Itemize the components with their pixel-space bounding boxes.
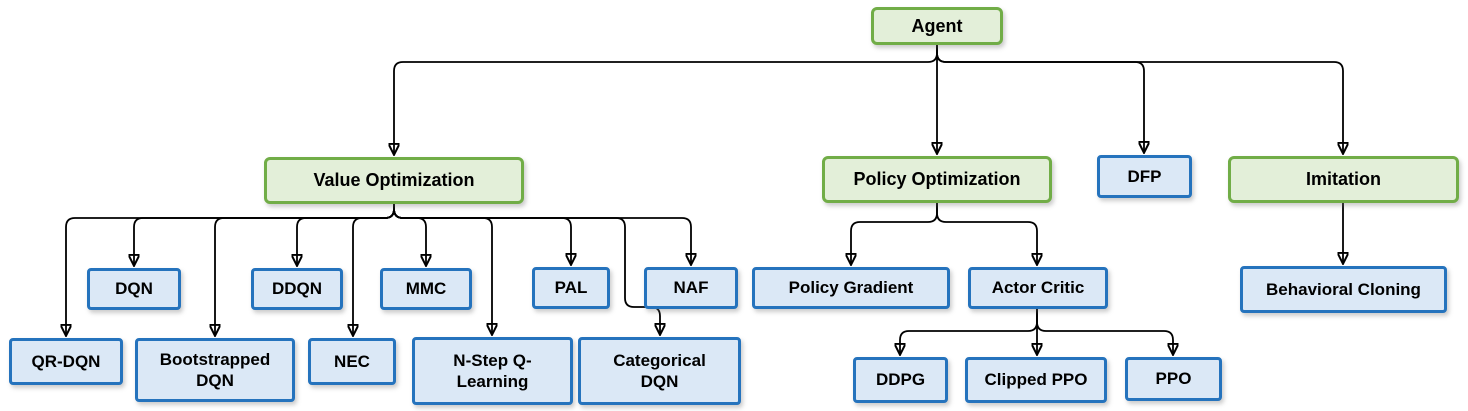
edge-value-optimization-naf — [393, 204, 691, 264]
node-nec-label: NEC — [334, 351, 370, 371]
node-categorical-dqn-label: Categorical DQN — [613, 350, 706, 391]
node-behavioral-cloning: Behavioral Cloning — [1240, 266, 1447, 313]
node-ddqn-label: DDQN — [271, 279, 323, 299]
node-bootstrapped-dqn-label: Bootstrapped DQN — [159, 349, 271, 390]
node-actor-critic-label: Actor Critic — [991, 278, 1085, 298]
edge-agent-dfp — [936, 45, 1144, 152]
node-policy-optimization-label: Policy Optimization — [853, 169, 1021, 190]
edge-value-optimization-nec — [353, 204, 395, 335]
edge-agent-imitation — [936, 45, 1343, 153]
node-actor-critic: Actor Critic — [968, 267, 1108, 309]
node-dqn-label: DQN — [115, 279, 153, 299]
node-naf-label: NAF — [673, 278, 709, 298]
edge-value-optimization-pal — [393, 204, 571, 264]
node-agent-label: Agent — [911, 15, 963, 36]
node-mmc-label: MMC — [405, 279, 447, 299]
node-value-optimization: Value Optimization — [264, 157, 524, 204]
node-ddpg-label: DDPG — [875, 370, 926, 390]
edge-agent-value-optimization — [394, 45, 938, 154]
node-value-optimization-label: Value Optimization — [313, 170, 475, 191]
node-dfp-label: DFP — [1127, 166, 1162, 186]
node-policy-optimization: Policy Optimization — [822, 156, 1052, 203]
edge-policy-optimization-policy-gradient — [851, 203, 938, 264]
node-ddpg: DDPG — [853, 357, 948, 403]
node-imitation: Imitation — [1228, 156, 1459, 203]
node-n-step-q-learning: N-Step Q-Learning — [412, 337, 573, 405]
node-pal-label: PAL — [554, 278, 588, 298]
node-ppo-label: PPO — [1155, 369, 1192, 389]
edge-actor-critic-ddpg — [900, 309, 1038, 354]
node-categorical-dqn: Categorical DQN — [578, 337, 741, 405]
node-qr-dqn: QR-DQN — [9, 338, 123, 385]
node-nec: NEC — [308, 338, 396, 385]
node-bootstrapped-dqn: Bootstrapped DQN — [135, 338, 295, 402]
node-pal: PAL — [532, 267, 610, 309]
node-dqn: DQN — [87, 268, 181, 310]
edge-value-optimization-dqn — [134, 204, 395, 265]
node-dfp: DFP — [1097, 155, 1192, 198]
node-qr-dqn-label: QR-DQN — [31, 351, 101, 371]
node-n-step-q-learning-label: N-Step Q-Learning — [453, 350, 532, 391]
node-ppo: PPO — [1125, 357, 1222, 401]
node-policy-gradient: Policy Gradient — [752, 267, 950, 309]
node-behavioral-cloning-label: Behavioral Cloning — [1266, 279, 1421, 299]
node-clipped-ppo-label: Clipped PPO — [984, 370, 1088, 390]
node-imitation-label: Imitation — [1306, 169, 1381, 190]
node-naf: NAF — [644, 267, 738, 309]
node-ddqn: DDQN — [251, 268, 343, 310]
node-mmc: MMC — [380, 268, 472, 310]
edge-actor-critic-ppo — [1036, 309, 1173, 354]
edge-value-optimization-ddqn — [297, 204, 395, 265]
node-policy-gradient-label: Policy Gradient — [788, 278, 914, 298]
edge-policy-optimization-actor-critic — [936, 203, 1037, 264]
node-agent: Agent — [871, 7, 1003, 45]
edge-value-optimization-mmc — [393, 204, 426, 265]
node-clipped-ppo: Clipped PPO — [965, 357, 1107, 403]
